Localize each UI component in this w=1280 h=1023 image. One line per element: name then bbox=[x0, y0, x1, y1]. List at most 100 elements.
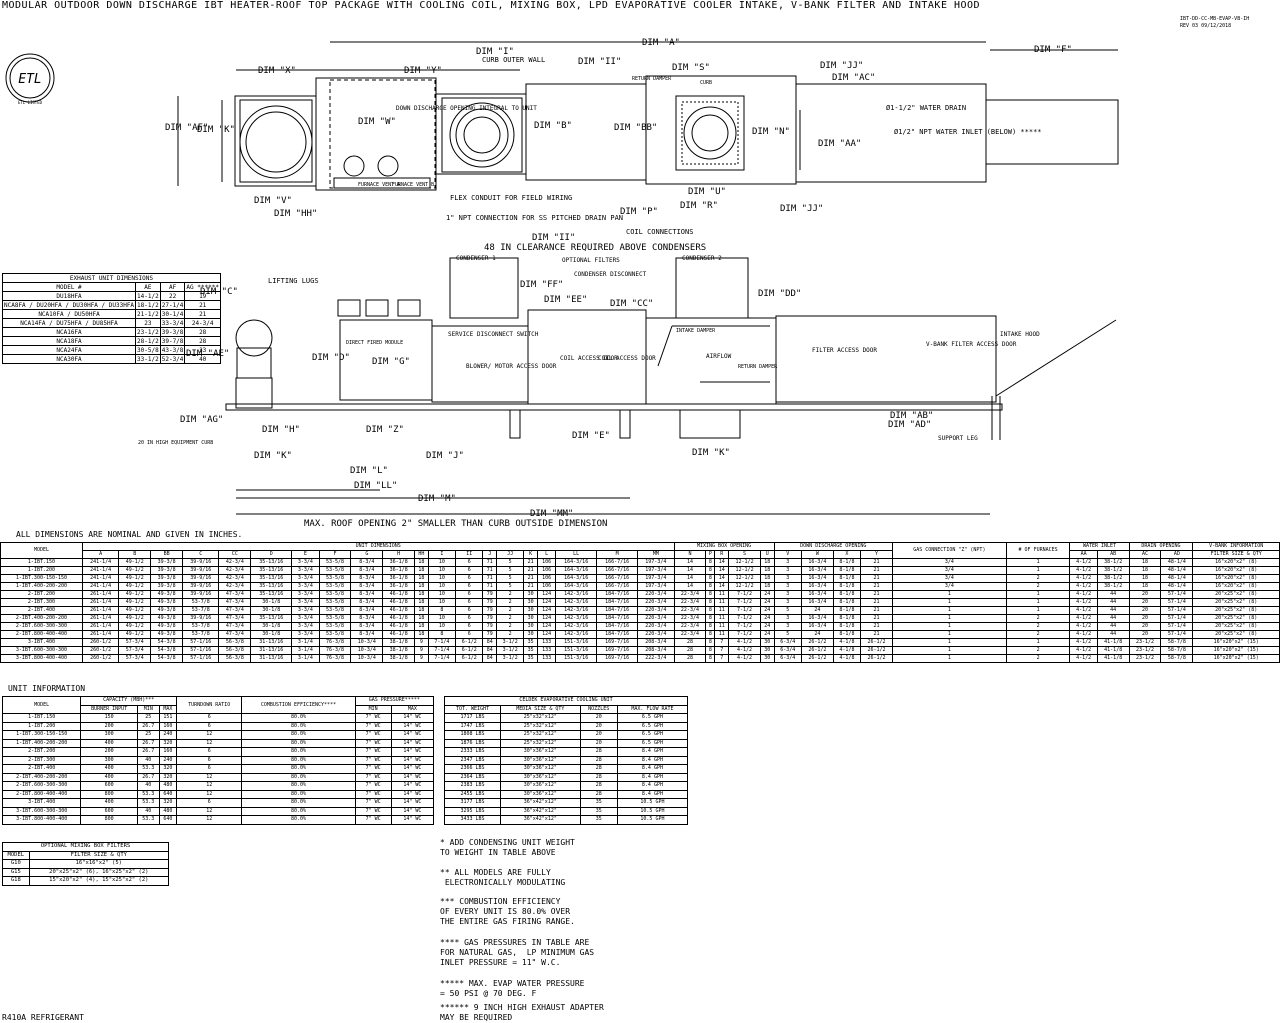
table-cell: NCA14FA / DU75HFA / DU85HFA bbox=[1, 318, 137, 328]
dim-y-label: DIM "Y" bbox=[404, 66, 442, 76]
table-cell: 47-3/4 bbox=[218, 606, 252, 615]
table-cell: 8 bbox=[705, 574, 716, 583]
table-cell: 106 bbox=[536, 582, 557, 591]
dim-ii2-label: DIM "II" bbox=[532, 233, 575, 243]
table-cell: 24 bbox=[759, 606, 775, 615]
table-cell: 38-1/2 bbox=[1096, 558, 1130, 567]
table-cell: 14 bbox=[714, 566, 730, 575]
table-cell: 8-3/4 bbox=[350, 590, 384, 599]
condenser-1-label: CONDENSER 1 bbox=[456, 255, 496, 262]
table-cell: 14 bbox=[714, 558, 730, 567]
table-cell: 48-1/4 bbox=[1160, 566, 1194, 575]
table-cell: 6-3/4 bbox=[773, 654, 802, 663]
logo-text: ETL LISTED bbox=[18, 100, 43, 105]
table-cell: 4-1/8 bbox=[832, 638, 862, 647]
table-cell: 14" WC bbox=[390, 806, 435, 816]
table-cell: 160 bbox=[158, 721, 178, 731]
table-cell: 4-1/2 bbox=[1069, 638, 1098, 647]
table-cell: 31-13/16 bbox=[250, 638, 293, 647]
table-cell: 56-3/8 bbox=[218, 638, 252, 647]
table-cell: 142-3/16 bbox=[555, 598, 598, 607]
table-cell: 3-3/4 bbox=[291, 622, 320, 631]
table-cell: 8-1/8 bbox=[832, 606, 862, 615]
table-cell: 58-7/8 bbox=[1160, 638, 1194, 647]
table-cell: 30"x36"x12" bbox=[500, 755, 581, 765]
table-cell: 8-1/8 bbox=[832, 614, 862, 623]
table-cell: 30"x36"x12" bbox=[500, 772, 581, 782]
table-cell: 16"x20"x2" (8) bbox=[1192, 566, 1280, 575]
table-cell: 7" WC bbox=[354, 772, 392, 782]
table-cell: 10-3/4 bbox=[350, 654, 384, 663]
dim-z-label: DIM "Z" bbox=[366, 425, 404, 435]
table-cell: 6 bbox=[455, 598, 484, 607]
table-cell: 26-1/2 bbox=[800, 638, 834, 647]
dim-jj-label: DIM "JJ" bbox=[820, 61, 863, 71]
flex-conduit-label: FLEX CONDUIT FOR FIELD WIRING bbox=[450, 194, 572, 202]
table-cell: 7-1/2 bbox=[728, 630, 761, 639]
table-cell: 18 bbox=[759, 566, 775, 575]
dim-a-label: DIM "A" bbox=[642, 38, 680, 48]
table-cell: 19 bbox=[184, 291, 221, 301]
table-cell: 8 bbox=[427, 606, 457, 615]
table-cell: 41-1/8 bbox=[1096, 638, 1130, 647]
table-cell: 300 bbox=[80, 755, 138, 765]
table-cell: 166-7/16 bbox=[596, 558, 639, 567]
table-cell: 3-3/4 bbox=[291, 574, 320, 583]
dim-s-label: DIM "S" bbox=[672, 63, 710, 73]
table-cell: 7" WC bbox=[354, 764, 392, 774]
table-cell: 240 bbox=[158, 730, 178, 740]
gas-connection-title: GAS CONNECTION "Z" (NPT) bbox=[891, 542, 1007, 559]
table-cell: 150 bbox=[80, 713, 138, 723]
table-cell: 1 bbox=[891, 606, 1007, 615]
table-cell: 2-IBT.400 bbox=[0, 606, 83, 615]
table-cell: 25"x32"x12" bbox=[500, 713, 581, 723]
table-cell: 57-1/4 bbox=[1160, 606, 1194, 615]
drawing-ref: IBT-DD-CC-MB-EVAP-VB-IH bbox=[1180, 16, 1249, 22]
table-cell: 53-5/8 bbox=[318, 566, 352, 575]
table-header: AE bbox=[135, 282, 161, 292]
table-cell: 16"x20"x2" (15) bbox=[1192, 638, 1280, 647]
table-cell: 160 bbox=[158, 747, 178, 757]
table-header: M bbox=[596, 550, 639, 559]
table-cell: 166-7/16 bbox=[596, 566, 639, 575]
table-cell: 16"x20"x2" (8) bbox=[1192, 558, 1280, 567]
table-cell: 30-1/8 bbox=[250, 622, 293, 631]
table-cell: 241-1/4 bbox=[81, 566, 120, 575]
table-cell: 76-3/8 bbox=[318, 638, 352, 647]
table-cell: 39-9/16 bbox=[182, 582, 220, 591]
table-cell: 1 bbox=[1005, 638, 1071, 647]
table-cell: 28 bbox=[579, 789, 618, 799]
table-cell: 20 bbox=[579, 713, 618, 723]
table-header: AA bbox=[1069, 550, 1098, 559]
table-cell: 35 bbox=[579, 815, 618, 825]
table-cell: 1 bbox=[891, 622, 1007, 631]
unit-info-title: UNIT INFORMATION bbox=[8, 684, 86, 693]
table-cell: 49-1/2 bbox=[118, 606, 152, 615]
dim-k2-label: DIM "K" bbox=[254, 451, 292, 461]
table-cell: 18 bbox=[414, 590, 429, 599]
table-cell: 7-1/4 bbox=[427, 646, 457, 655]
table-cell: 39-9/16 bbox=[182, 574, 220, 583]
dim-v-label: DIM "V" bbox=[254, 196, 292, 206]
dim-u-label: DIM "U" bbox=[688, 187, 726, 197]
table-cell: 7" WC bbox=[354, 806, 392, 816]
table-cell: 1 bbox=[891, 630, 1007, 639]
table-cell: 21 bbox=[860, 574, 893, 583]
table-cell: 30-1/8 bbox=[250, 630, 293, 639]
table-cell: 8.4 GPH bbox=[616, 747, 689, 757]
table-cell: 640 bbox=[158, 815, 178, 825]
table-cell: 184-7/16 bbox=[596, 598, 639, 607]
table-cell: 4-1/2 bbox=[728, 646, 761, 655]
table-cell: 38-1/2 bbox=[1096, 582, 1130, 591]
table-cell: 79 bbox=[482, 630, 498, 639]
table-cell: 16-3/4 bbox=[800, 558, 834, 567]
table-cell: 30 bbox=[759, 654, 775, 663]
